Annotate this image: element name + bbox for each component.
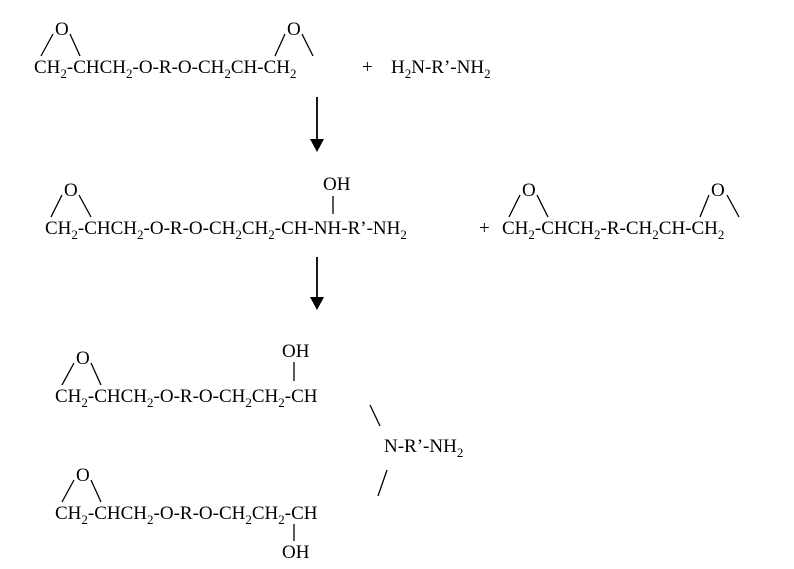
epoxide-bond bbox=[508, 194, 521, 218]
step1-epoxide-oxygen-right: O bbox=[287, 19, 301, 40]
epoxide-bond bbox=[699, 194, 710, 218]
step3-lower-hydroxyl-label: OH bbox=[282, 542, 310, 563]
epoxide-bond bbox=[61, 479, 75, 503]
amine-bond-lower bbox=[377, 469, 388, 497]
step3-product: O OH CH2-CHCH2-O-R-O-CH2CH2-CH N-R’-NH2 … bbox=[55, 341, 463, 563]
epoxide-bond bbox=[50, 194, 63, 218]
step1-diepoxide-formula: CH2-CHCH2-O-R-O-CH2CH-CH2 bbox=[34, 57, 296, 81]
epoxide-bond bbox=[274, 33, 286, 57]
step2-intermediates: O OH CH2-CHCH2-O-R-O-CH2CH2-CH-NH-R’-NH2… bbox=[45, 174, 740, 242]
step3-upper-chain-formula: CH2-CHCH2-O-R-O-CH2CH2-CH bbox=[55, 386, 318, 410]
step1-diamine-formula: H2N-R’-NH2 bbox=[391, 57, 491, 81]
epoxide-bond bbox=[40, 33, 54, 57]
epoxide-bond bbox=[69, 33, 81, 57]
amine-bond-upper bbox=[369, 404, 381, 427]
step2-plus-sign: + bbox=[479, 218, 490, 239]
step3-lower-chain-formula: CH2-CHCH2-O-R-O-CH2CH2-CH bbox=[55, 503, 318, 527]
step2-diepoxide-oxygen-right: O bbox=[711, 180, 725, 201]
epoxide-bond bbox=[90, 479, 102, 503]
epoxide-bond bbox=[726, 194, 740, 218]
reaction-arrow-1 bbox=[310, 97, 324, 152]
step1-reactants: O O CH2-CHCH2-O-R-O-CH2CH-CH2 + H2N-R’-N… bbox=[34, 19, 491, 81]
epoxide-bond bbox=[301, 33, 314, 57]
step3-lower-epoxide-oxygen: O bbox=[76, 465, 90, 486]
epoxide-bond bbox=[536, 194, 549, 218]
step2-epoxide-oxygen: O bbox=[64, 180, 78, 201]
step2-hydroxyl-label: OH bbox=[323, 174, 351, 195]
epoxide-bond bbox=[90, 362, 102, 386]
epoxide-bond bbox=[61, 362, 75, 386]
reaction-arrow-2 bbox=[310, 257, 324, 310]
step1-epoxide-oxygen-left: O bbox=[55, 19, 69, 40]
step3-upper-hydroxyl-label: OH bbox=[282, 341, 310, 362]
epoxide-bond bbox=[78, 194, 92, 218]
step1-plus-sign: + bbox=[362, 57, 373, 78]
step2-diepoxide-formula: CH2-CHCH2-R-CH2CH-CH2 bbox=[502, 218, 724, 242]
step2-diepoxide-oxygen-left: O bbox=[522, 180, 536, 201]
step2-adduct-formula: CH2-CHCH2-O-R-O-CH2CH2-CH-NH-R’-NH2 bbox=[45, 218, 407, 242]
step3-upper-epoxide-oxygen: O bbox=[76, 348, 90, 369]
step3-amine-formula: N-R’-NH2 bbox=[384, 436, 463, 460]
